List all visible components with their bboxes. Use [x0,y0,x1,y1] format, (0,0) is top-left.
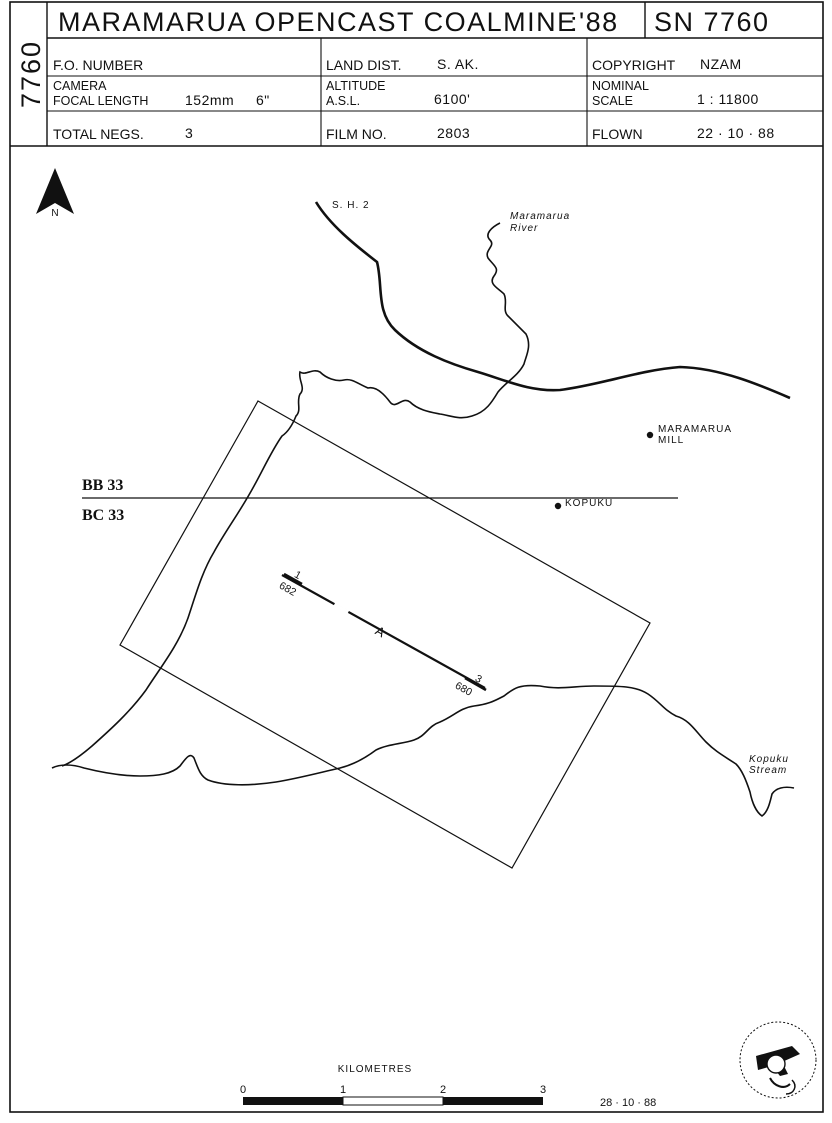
fo-number-label: F.O. NUMBER [53,57,143,73]
film-no-value: 2803 [437,125,470,141]
highway-label: S. H. 2 [332,200,370,211]
nominal-label: NOMINAL [592,79,649,93]
mill-label-suffix: MILL [658,435,684,446]
stream-label-name: Kopuku [749,754,789,765]
land-dist-value: S. AK. [437,56,479,72]
mill-location-marker [646,431,654,439]
mill-label-name: MARAMARUA [658,424,732,435]
focal-length-label-text: FOCAL LENGTH [53,94,148,108]
kopuku-location-marker [554,502,562,510]
total-negs-value: 3 [185,125,193,141]
scale-label: SCALE [592,94,633,108]
film-no-label: FILM NO. [326,126,387,142]
header-table [10,2,823,147]
focal-length-value: 152mm [185,92,234,108]
map-title: MARAMARUA OPENCAST COALMINE [58,7,577,37]
scale-bar [243,1096,543,1106]
end-frame-number: 3 [473,672,484,685]
river-label-suffix: River [510,223,538,234]
scale-bar-title: KILOMETRES [338,1064,412,1075]
nominal-scale-value: 1 : 11800 [697,91,759,107]
focal-length-inch: 6" [256,92,270,108]
total-negs-label: TOTAL NEGS. [53,126,144,142]
photo-coverage-area [119,400,651,869]
drawn-date: 28 · 10 · 88 [600,1097,656,1109]
survey-number: SN 7760 [654,7,770,37]
kopuku-stream [51,684,795,817]
land-dist-label: LAND DIST. [326,57,401,73]
altitude-label: ALTITUDE [326,79,386,93]
maramarua-river [61,222,530,767]
river-label-name: Maramarua [510,211,570,222]
stream-label-suffix: Stream [749,765,787,776]
asl-label: A.S.L. [326,94,360,108]
north-label: N [51,208,58,219]
sheet-label-north: BB 33 [82,477,123,494]
map-year: :'88 [570,7,619,37]
nz-aerial-mapping-logo [739,1021,817,1099]
copyright-value: NZAM [700,56,742,72]
flown-date-value: 22 · 10 · 88 [697,125,775,141]
start-frame-number: 1 [292,569,303,582]
scale-tick-3: 3 [540,1084,546,1096]
altitude-value: 6100' [434,91,470,107]
state-highway-2 [314,201,791,400]
vertical-survey-id: 7760 [16,40,46,108]
sheet-label-south: BC 33 [82,507,124,524]
scale-tick-2: 2 [440,1084,446,1096]
scale-tick-0: 0 [240,1084,246,1096]
sheet-border [9,1,824,1113]
kopuku-label: KOPUKU [565,498,613,509]
camera-label: CAMERA [53,79,107,93]
copyright-label: COPYRIGHT [592,57,676,73]
scale-tick-1: 1 [340,1084,346,1096]
flown-label: FLOWN [592,126,643,142]
north-arrow-icon [36,168,74,214]
flight-line-a [281,572,487,692]
